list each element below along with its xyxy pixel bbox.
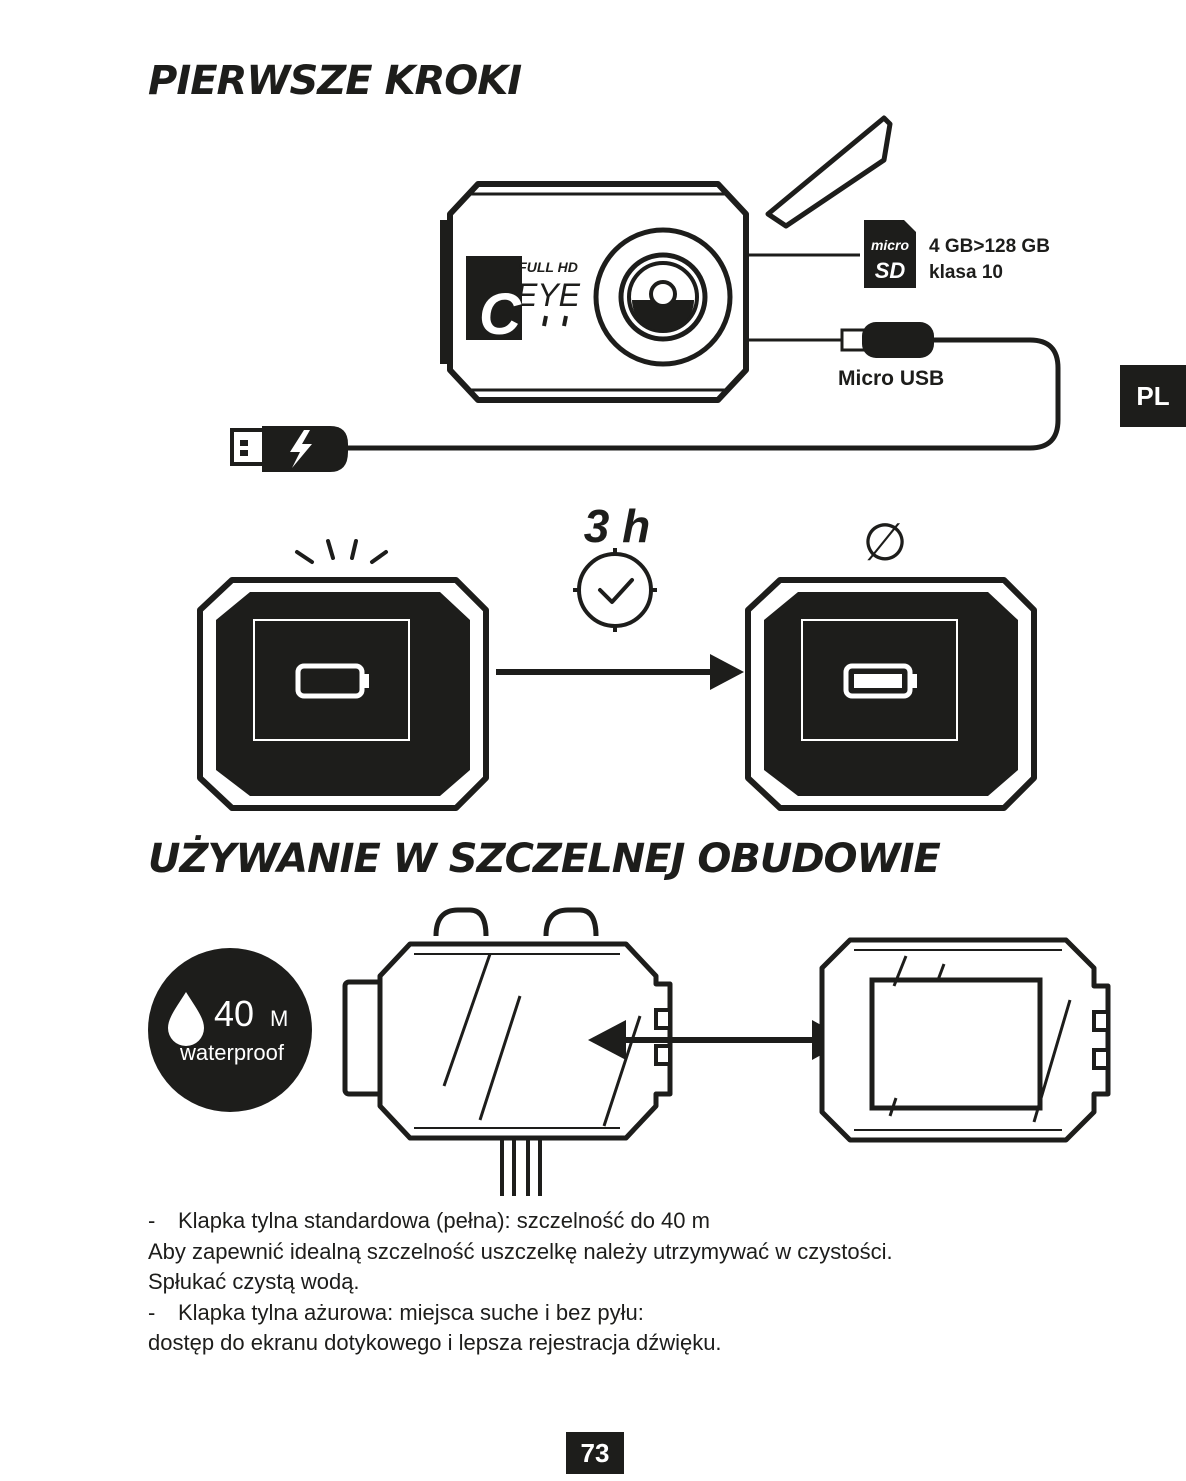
sd-capacity-text: 4 GB>128 GB [929, 236, 1050, 257]
instruction-text: dostęp do ekranu dotykowego i lepsza rej… [148, 1330, 722, 1355]
page-number: 73 [566, 1432, 624, 1474]
waterproof-label: waterproof [179, 1040, 285, 1065]
depth-unit: M [270, 1006, 288, 1031]
microsd-logo-top: micro [871, 237, 910, 253]
depth-value: 40 [214, 993, 254, 1034]
camera-front-illustration: FULL HD EYE C [440, 115, 893, 403]
bullet-dash: - [148, 1299, 156, 1325]
instruction-text: Aby zapewnić idealną szczelność uszczelk… [148, 1238, 893, 1264]
waterproof-housing-illustration [342, 907, 673, 1196]
instructions-text: -Klapka tylna standardowa (pełna): szcze… [148, 1206, 1048, 1359]
badge-letter-text: C [479, 282, 522, 347]
badge-fullhd-text: FULL HD [518, 259, 578, 275]
instruction-text: Klapka tylna ażurowa: miejsca suche i be… [178, 1299, 644, 1325]
flashing-indicator-icon [295, 539, 388, 564]
instruction-line: Aby zapewnić idealną szczelność uszczelk… [148, 1237, 1048, 1268]
waterproof-badge: 40 M waterproof [148, 948, 312, 1112]
instruction-line: Spłukać czystą wodą. [148, 1267, 1048, 1298]
clock-check-icon [573, 548, 657, 632]
water-drop-icon [168, 992, 204, 1046]
camera-back-charged [745, 577, 1037, 811]
indicator-off-symbol: ∅ [862, 514, 907, 572]
bullet-dash: - [148, 1208, 156, 1233]
language-tab: PL [1120, 365, 1186, 427]
microsd-logo-bottom: SD [875, 258, 906, 283]
instruction-text: Spłukać czystą wodą. [148, 1269, 360, 1294]
camera-back-charging [197, 577, 489, 811]
section-title-waterproof-case: UŻYWANIE W SZCZELNEJ OBUDOWIE [148, 836, 941, 882]
sd-class-text: klasa 10 [929, 262, 1003, 283]
instruction-line: -Klapka tylna standardowa (pełna): szcze… [148, 1206, 1048, 1237]
lightning-icon [290, 430, 312, 468]
instruction-text: Klapka tylna standardowa (pełna): szczel… [178, 1208, 710, 1233]
instruction-line: -Klapka tylna ażurowa: miejsca suche i b… [148, 1298, 1048, 1329]
micro-usb-label: Micro USB [838, 367, 944, 390]
housing-back-door-illustration [819, 937, 1111, 1143]
badge-brand-text: EYE [516, 277, 581, 313]
charge-duration: 3 h [584, 500, 650, 552]
section-title-first-steps: PIERWSZE KROKI [148, 58, 522, 104]
usb-cable-illustration [230, 322, 1061, 472]
microsd-icon: micro SD [864, 220, 916, 288]
instruction-line: dostęp do ekranu dotykowego i lepsza rej… [148, 1328, 1048, 1359]
